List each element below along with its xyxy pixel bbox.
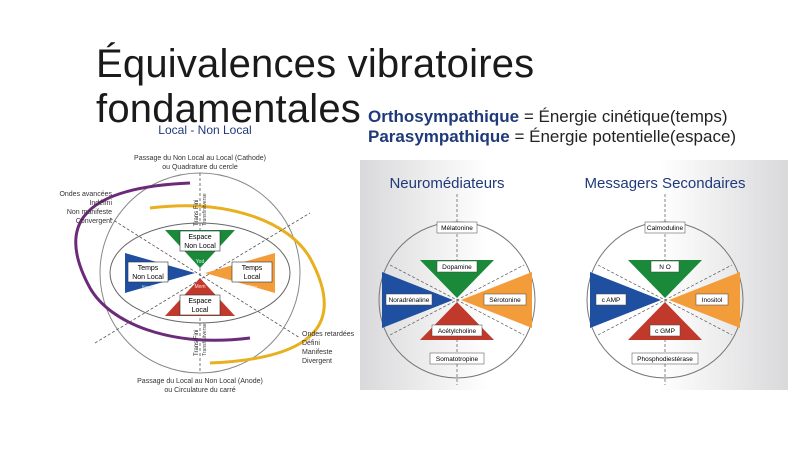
gold-arc xyxy=(149,204,326,365)
legend-ortho-def: = Énergie cinétique(temps) xyxy=(519,107,728,126)
diagonal-axis-2 xyxy=(109,217,301,339)
neuro-diagram: Mélatonine Dopamine Acétylcholine Noradr… xyxy=(378,194,536,385)
box-left-line-2: Non Local xyxy=(132,274,164,281)
purple-arc xyxy=(74,181,251,342)
legend-line-ortho: Orthosympathique = Énergie cinétique(tem… xyxy=(368,107,736,127)
axis-top-label-2: Transfinitverse xyxy=(202,193,208,226)
small-top: Yod xyxy=(196,259,205,265)
box-left xyxy=(127,261,169,283)
bottom-caption-line-1: Passage du Local au Non Local (Anode) xyxy=(137,378,263,385)
diagram-title: Local - Non Local xyxy=(158,123,251,137)
messengers-bottom-box xyxy=(631,352,699,365)
messengers-green-triangle xyxy=(628,260,702,298)
legend-para-term: Parasympathique xyxy=(368,127,510,146)
axis-bottom-label-1: Trans Fini xyxy=(194,330,200,356)
bottom-caption-line-2: ou Circulature du carré xyxy=(164,387,235,394)
local-nonlocal-diagram: Local - Non Local Passage du Non Local a… xyxy=(50,118,360,400)
axis-bottom-label-2: Transfinitverse xyxy=(202,323,208,356)
neuro-green-box xyxy=(436,260,478,273)
messengers-axis-d2 xyxy=(597,264,733,336)
axis-top-label-1: Trans Fini xyxy=(194,200,200,226)
legend-line-para: Parasympathique = Énergie potentielle(es… xyxy=(368,127,736,147)
local-nonlocal-svg: Local - Non Local Passage du Non Local a… xyxy=(59,123,355,394)
right-caption-3: Manifeste xyxy=(302,349,332,356)
diagonal-axis-1 xyxy=(94,212,311,344)
neuro-red-box xyxy=(431,324,483,337)
right-caption-2: Défini xyxy=(302,340,320,347)
neuro-red-label: Acétylcholine xyxy=(438,328,477,335)
box-right-line-2: Local xyxy=(244,274,261,281)
slide-title: Équivalences vibratoires fondamentales xyxy=(96,42,535,131)
messengers-top-label: Calmoduline xyxy=(647,225,684,232)
left-caption-3: Non manifeste xyxy=(67,209,112,216)
messengers-diagram: Calmoduline N O c GMP c AMP Inositol Pho… xyxy=(586,194,744,385)
left-caption-4: Convergent xyxy=(76,218,112,225)
right-caption-1: Ondes retardées xyxy=(302,331,355,338)
neuro-bottom-box xyxy=(429,352,485,365)
messengers-red-triangle xyxy=(628,302,702,340)
messengers-blue-box xyxy=(595,293,627,306)
neuro-blue-box xyxy=(385,293,433,306)
neuro-orange-label: Sérotonine xyxy=(489,297,521,304)
left-caption-1: Ondes avancées xyxy=(59,191,112,198)
small-left: Neph xyxy=(142,285,154,291)
messengers-title: Messagers Secondaires xyxy=(585,175,746,192)
box-bottom xyxy=(179,294,221,316)
legend-para-def: = Énergie potentielle(espace) xyxy=(509,127,737,146)
neuro-orange-box xyxy=(483,293,527,306)
box-top-line-2: Non Local xyxy=(184,243,216,250)
right-caption-4: Divergent xyxy=(302,358,332,365)
box-top xyxy=(179,230,221,252)
top-caption-line-2: ou Quadrature du cercle xyxy=(162,164,238,171)
small-bottom: Mem xyxy=(194,284,205,290)
messengers-red-box xyxy=(649,324,681,337)
neuro-top-box xyxy=(436,221,478,234)
neuro-top-label: Mélatonine xyxy=(441,225,473,232)
messengers-green-label: N O xyxy=(659,264,671,271)
neuro-bottom-label: Somatotropine xyxy=(436,356,479,363)
messengers-orange-label: Inositol xyxy=(702,297,723,304)
small-right: Shin xyxy=(247,285,257,291)
messengers-green-box xyxy=(650,260,680,273)
neuro-green-label: Dopamine xyxy=(442,264,472,271)
box-right xyxy=(231,261,273,283)
messengers-bottom-label: Phosphodiestérase xyxy=(637,356,693,363)
messengers-orange-box xyxy=(695,293,729,306)
neuro-axis-d2 xyxy=(389,264,525,336)
messengers-top-box xyxy=(644,221,686,234)
box-top-line-1: Espace xyxy=(188,234,211,241)
messengers-red-label: c GMP xyxy=(655,328,675,335)
box-bottom-line-2: Local xyxy=(192,307,209,314)
neuro-messengers-svg: Neuromédiateurs Messagers Secondaires Mé… xyxy=(378,175,746,385)
box-right-line-1: Temps xyxy=(242,265,263,272)
messengers-blue-label: c AMP xyxy=(602,297,621,304)
legend-ortho-term: Orthosympathique xyxy=(368,107,520,126)
neuro-messengers-panel: Neuromédiateurs Messagers Secondaires Mé… xyxy=(360,160,788,390)
box-left-line-1: Temps xyxy=(138,265,159,272)
neuro-title: Neuromédiateurs xyxy=(389,175,504,192)
box-bottom-line-1: Espace xyxy=(188,298,211,305)
top-caption-line-1: Passage du Non Local au Local (Cathode) xyxy=(134,155,266,162)
energy-legend: Orthosympathique = Énergie cinétique(tem… xyxy=(368,107,736,147)
left-caption-2: Indéfini xyxy=(89,200,112,207)
neuro-blue-label: Noradrénaline xyxy=(389,297,430,304)
